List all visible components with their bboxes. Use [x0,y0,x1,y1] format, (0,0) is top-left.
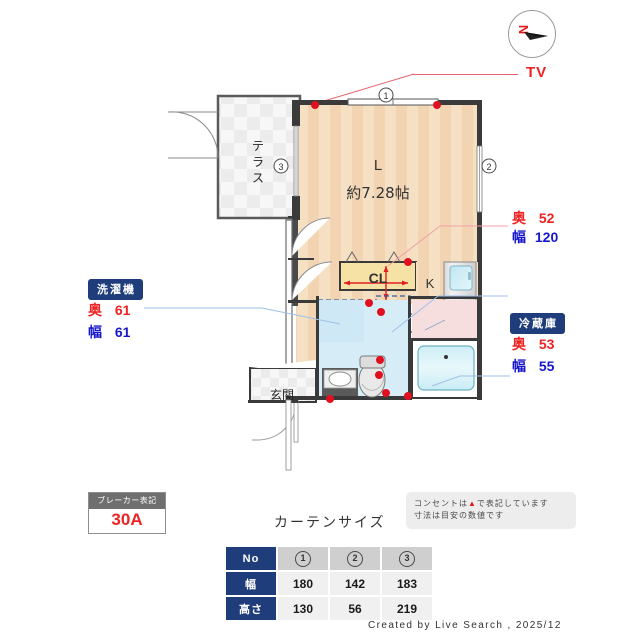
breaker-value: 30A [111,510,143,529]
curtain-width-3: 183 [382,572,432,595]
entrance-label: 玄関 [270,387,294,402]
outlet-marker [377,308,385,316]
outlet-marker [376,356,384,364]
living-room-label: L [374,157,382,174]
fridge-width-label: 幅 [512,358,527,374]
curtain-size-title: カーテンサイズ [274,514,386,530]
outlet-marker [404,258,412,266]
closet-width-dim: 幅 120 [512,227,558,247]
closet-width-label: 幅 [512,229,527,245]
outlet-marker [404,392,412,400]
footer-credit: Created by Live Search , 2025/12 [368,620,562,631]
closet-depth-label: 奥 [512,210,527,226]
outlet-note-line1: コンセントは▲で表記しています [414,499,549,508]
row-header-height: 高さ [226,597,276,620]
closet-leader [387,225,508,267]
curtain-no-1: 1 [278,547,328,570]
outlet-marker [311,101,319,109]
curtain-width-2: 142 [330,572,380,595]
row-header-width: 幅 [226,572,276,595]
table-row-no: No 1 2 3 [226,547,432,570]
living-area-label: 約7.28帖 [346,184,409,202]
closet-width-value: 120 [534,229,559,245]
fridge-depth-label: 奥 [512,336,527,352]
fridge-tag: 冷蔵庫 [510,313,565,334]
washer-leader [144,307,341,325]
svg-text:ラ: ラ [252,155,264,169]
tv-label: TV [526,64,548,81]
fridge-depth-value: 53 [538,336,555,352]
outlet-marker [433,101,441,109]
tv-leader-line [412,74,518,75]
outlet-note-box: コンセントは▲で表記しています 寸法は目安の数値です [406,492,576,529]
row-header-no: No [226,547,276,570]
outlet-marker [382,389,390,397]
washer-tag: 洗濯機 [88,279,143,300]
breaker-title: ブレーカー表記 [89,493,165,509]
closet-depth-dim: 奥 52 [512,208,554,228]
breaker-box: ブレーカー表記 30A [88,492,166,534]
closet-label: CL [369,270,388,286]
table-row-height: 高さ 130 56 219 [226,597,432,620]
curtain-height-1: 130 [278,597,328,620]
triangle-icon: ▲ [468,499,477,508]
curtain-height-3: 219 [382,597,432,620]
window-marker-1: 1 [383,91,388,101]
washer-width-value: 61 [114,324,131,340]
outlet-marker [326,395,334,403]
fridge-width-dim: 幅 55 [512,356,554,376]
compass-rose: N [508,10,556,58]
fridge-width-value: 55 [538,358,555,374]
outlet-marker [365,299,373,307]
curtain-width-1: 180 [278,572,328,595]
outlet-note-line2: 寸法は目安の数値です [414,511,504,521]
compass-needle-icon [524,32,548,40]
curtain-no-3: 3 [382,547,432,570]
kitchen-label: K [426,276,435,291]
washer-width-label: 幅 [88,324,103,340]
table-row-width: 幅 180 142 183 [226,572,432,595]
curtain-no-2: 2 [330,547,380,570]
bath-leader [431,375,510,387]
closet-depth-value: 52 [538,210,555,226]
fridge-depth-dim: 奥 53 [512,334,554,354]
curtain-size-table: No 1 2 3 幅 180 142 183 高さ 130 56 219 [224,545,434,622]
washer-depth-value: 61 [114,302,131,318]
washer-width-dim: 幅 61 [88,322,130,342]
curtain-height-2: 56 [330,597,380,620]
window-marker-3: 3 [278,162,283,172]
compass-ring [508,10,556,58]
washer-depth-dim: 奥 61 [88,300,130,320]
terrace-label: テ [252,139,264,153]
window-marker-2: 2 [486,162,491,172]
washer-depth-label: 奥 [88,302,103,318]
fridge-leader [391,295,508,333]
tv-leader-diagonal [313,73,415,105]
svg-text:ス: ス [252,171,264,185]
outlet-marker [375,371,383,379]
